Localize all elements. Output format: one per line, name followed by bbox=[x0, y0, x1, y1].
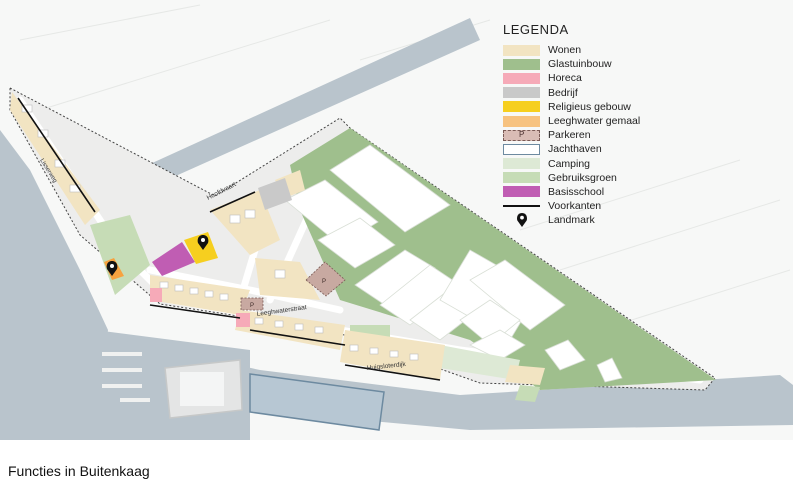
legend-label: Glastuinbouw bbox=[548, 58, 612, 71]
legend-swatch bbox=[503, 129, 540, 141]
legend-title: LEGENDA bbox=[503, 22, 569, 37]
legend-label: Gebruiksgroen bbox=[548, 171, 617, 184]
legend-item: Bedrijf bbox=[503, 86, 653, 100]
jachthaven bbox=[249, 373, 385, 431]
legend-item: Wonen bbox=[503, 43, 653, 57]
legend-item: Glastuinbouw bbox=[503, 57, 653, 71]
parking-label: P bbox=[322, 279, 326, 285]
legend-label: Leeghwater gemaal bbox=[548, 115, 641, 128]
legend-swatch bbox=[503, 158, 540, 170]
voorkanten bbox=[17, 97, 441, 381]
legend-swatch bbox=[503, 87, 540, 99]
legend-label: Voorkanten bbox=[548, 200, 602, 213]
legend-item: Leeghwater gemaal bbox=[503, 114, 653, 128]
legend-swatch bbox=[503, 205, 540, 208]
legend-item: Basisschool bbox=[503, 185, 653, 199]
legend-label: Jachthaven bbox=[548, 143, 602, 156]
religieus-gebouw bbox=[184, 232, 218, 264]
legend-swatch bbox=[503, 172, 540, 184]
legend-label: Parkeren bbox=[548, 129, 591, 142]
legend-swatch bbox=[503, 101, 540, 113]
legend-item: Parkeren bbox=[503, 128, 653, 142]
area-map: P P Hoofdvaart Leeghwaterstraat Huigslot… bbox=[0, 4, 793, 440]
street-label-huigsloterdijk: Huigsloterdijk bbox=[366, 361, 406, 372]
landmark-icon bbox=[106, 261, 118, 276]
horeca bbox=[150, 288, 250, 327]
legend-swatch bbox=[503, 72, 540, 84]
legend-label: Bedrijf bbox=[548, 86, 578, 99]
legend-item: Camping bbox=[503, 157, 653, 171]
glastuinbouw-zone bbox=[284, 128, 716, 390]
legend-item: Landmark bbox=[503, 213, 653, 228]
legend-item: Horeca bbox=[503, 71, 653, 85]
parkeren: P P bbox=[240, 261, 346, 311]
legend-label: Horeca bbox=[548, 72, 582, 85]
legend-label: Wonen bbox=[548, 44, 582, 57]
legend-swatch bbox=[503, 143, 540, 155]
figure-caption: Functies in Buitenkaag bbox=[8, 463, 150, 479]
basisschool bbox=[152, 242, 195, 276]
parking-label: P bbox=[250, 303, 254, 309]
legend-swatch bbox=[503, 44, 540, 56]
legend-item: Gebruiksgroen bbox=[503, 171, 653, 185]
legend-swatch bbox=[503, 58, 540, 70]
legend-item: Voorkanten bbox=[503, 199, 653, 213]
legend-label: Landmark bbox=[548, 214, 595, 227]
legend-label: Religieus gebouw bbox=[548, 100, 631, 113]
legend-swatch bbox=[503, 115, 540, 127]
camping bbox=[440, 345, 520, 380]
landmark-icon bbox=[503, 213, 540, 228]
legend-item: Religieus gebouw bbox=[503, 100, 653, 114]
legend-label: Basisschool bbox=[548, 185, 605, 198]
legend-label: Camping bbox=[548, 157, 591, 170]
legend-item: Jachthaven bbox=[503, 142, 653, 156]
landmark-icon bbox=[197, 235, 209, 250]
legend-swatch bbox=[503, 186, 540, 198]
bedrijf bbox=[258, 178, 292, 210]
